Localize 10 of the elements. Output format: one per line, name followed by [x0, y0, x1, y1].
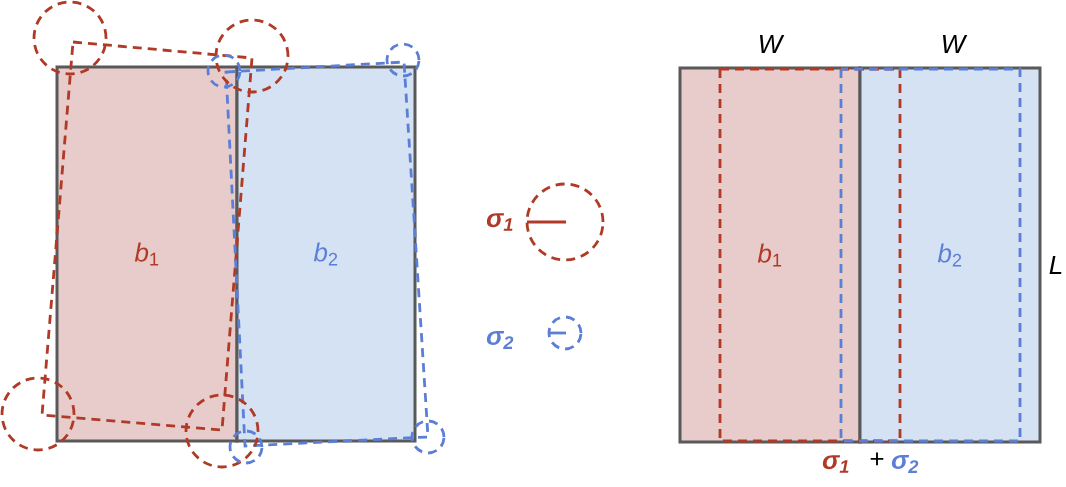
region-box: b$_{2}$: [235, 65, 417, 443]
math-label: +: [870, 452, 884, 466]
region-box: b$_{1}$: [678, 66, 862, 444]
math-label: σ$_{1}$: [822, 455, 849, 473]
math-label: σ$_{1}$: [486, 213, 513, 231]
math-label: σ$_{2}$: [891, 455, 919, 473]
region-box: b$_{2}$: [858, 66, 1042, 444]
math-label: W: [759, 35, 785, 53]
region-box: b$_{1}$: [55, 65, 239, 443]
math-label: σ$_{2}$: [486, 331, 514, 349]
